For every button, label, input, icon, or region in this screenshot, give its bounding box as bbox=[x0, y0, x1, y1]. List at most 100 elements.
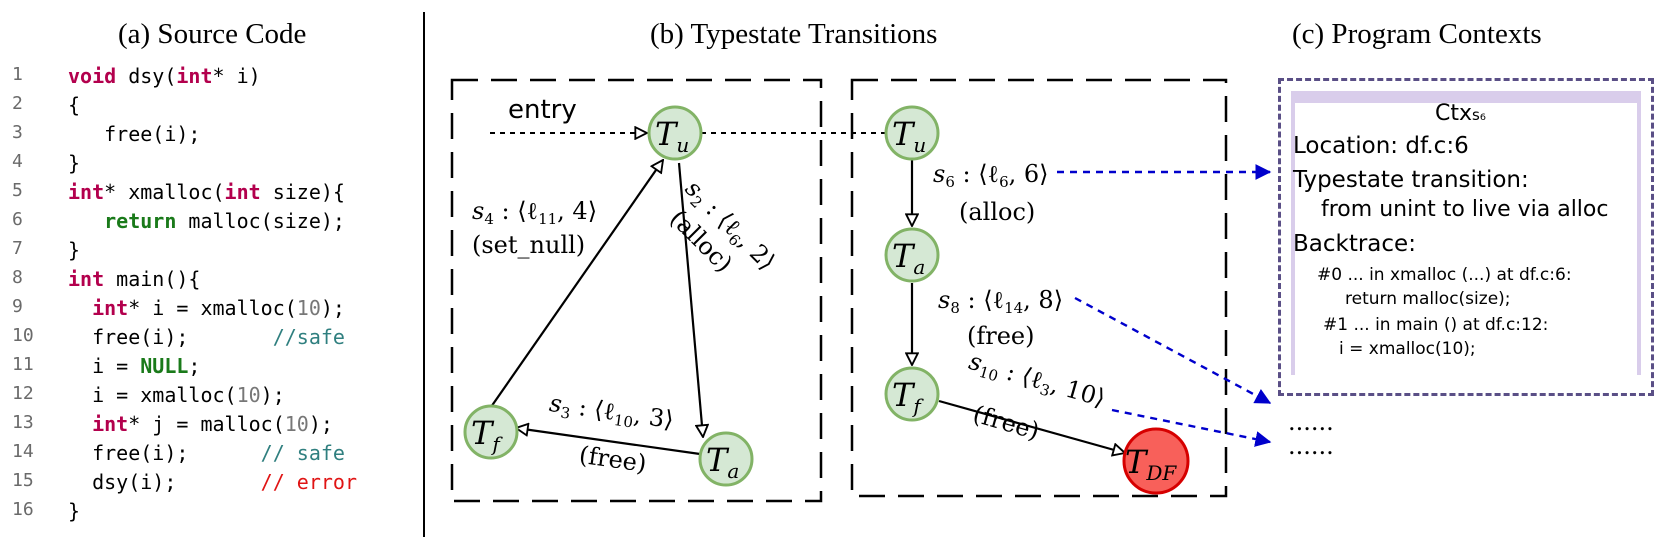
context-transition-detail: from unint to live via alloc bbox=[1321, 197, 1609, 222]
context-location: Location: df.c:6 bbox=[1293, 133, 1469, 159]
line-number: 15 bbox=[12, 470, 34, 491]
svg-text:Ta: Ta bbox=[892, 237, 925, 279]
caption-typestate-transitions: (b) Typestate Transitions bbox=[650, 18, 938, 50]
code-line: 12 i = xmalloc(10); bbox=[0, 383, 400, 412]
svg-text:Tf: Tf bbox=[892, 376, 924, 418]
code-line: 15 dsy(i); // error bbox=[0, 470, 400, 499]
caption-source-code: (a) Source Code bbox=[118, 18, 307, 50]
line-number: 9 bbox=[12, 296, 23, 317]
svg-text:(free): (free) bbox=[970, 400, 1043, 446]
label-s8: s8 : ⟨ℓ14, 8⟩ (free) bbox=[938, 286, 1063, 350]
node-left-tu: Tu bbox=[647, 105, 703, 161]
line-number: 1 bbox=[12, 64, 23, 85]
label-s6: s6 : ⟨ℓ6, 6⟩ (alloc) bbox=[933, 160, 1049, 226]
line-number: 7 bbox=[12, 238, 23, 259]
context-backtrace-label: Backtrace: bbox=[1293, 231, 1416, 257]
svg-text:s8 : ⟨ℓ14, 8⟩: s8 : ⟨ℓ14, 8⟩ bbox=[938, 286, 1063, 317]
svg-text:(free): (free) bbox=[577, 441, 648, 478]
code-text: void dsy(int* i) bbox=[68, 64, 261, 88]
panel-divider bbox=[423, 12, 425, 537]
link-s8-to-context bbox=[1074, 296, 1272, 405]
context-frame0-code: return malloc(size); bbox=[1345, 289, 1511, 309]
node-right-ta: Ta bbox=[884, 227, 940, 283]
edge-s10 bbox=[938, 399, 1125, 453]
label-s4: s4 : ⟨ℓ11, 4⟩ (set_null) bbox=[472, 197, 597, 259]
code-text: dsy(i); // error bbox=[68, 470, 357, 494]
label-s2: s2 : ⟨ℓ6, 2⟩ (alloc) bbox=[664, 174, 781, 277]
line-number: 10 bbox=[12, 325, 34, 346]
link-s10-to-context bbox=[1111, 408, 1272, 447]
code-line: 11 i = NULL; bbox=[0, 354, 400, 383]
edge-s4 bbox=[490, 160, 663, 408]
code-line: 1 void dsy(int* i) bbox=[0, 64, 400, 93]
line-number: 8 bbox=[12, 267, 23, 288]
code-line: 4} bbox=[0, 151, 400, 180]
left-state-frame bbox=[450, 78, 823, 503]
line-number: 12 bbox=[12, 383, 34, 404]
line-number: 3 bbox=[12, 122, 23, 143]
node-left-tf: Tf bbox=[463, 404, 519, 460]
code-text: free(i); //safe bbox=[68, 325, 345, 349]
entry-label: entry bbox=[508, 95, 577, 125]
code-line: 3 free(i); bbox=[0, 122, 400, 151]
code-text: int main(){ bbox=[68, 267, 201, 291]
svg-text:(set_null): (set_null) bbox=[472, 231, 585, 259]
svg-text:s4 : ⟨ℓ11, 4⟩: s4 : ⟨ℓ11, 4⟩ bbox=[472, 197, 597, 228]
label-s3: s3 : ⟨ℓ10, 3⟩ (free) bbox=[547, 389, 676, 478]
context-frame0: #0 ... in xmalloc (...) at df.c:6: bbox=[1317, 265, 1572, 285]
line-number: 11 bbox=[12, 354, 34, 375]
ellipsis-s8: ...... bbox=[1288, 408, 1334, 436]
context-title: Ctxs₆ bbox=[1435, 101, 1486, 126]
svg-text:(free): (free) bbox=[967, 322, 1035, 350]
code-line: 14 free(i); // safe bbox=[0, 441, 400, 470]
edge-s3 bbox=[516, 428, 701, 456]
context-transition-label: Typestate transition: bbox=[1293, 167, 1529, 193]
svg-text:Ta: Ta bbox=[706, 441, 739, 483]
svg-text:s3 : ⟨ℓ10, 3⟩: s3 : ⟨ℓ10, 3⟩ bbox=[547, 389, 675, 437]
ellipsis-s10: ...... bbox=[1288, 432, 1334, 460]
code-line: 10 free(i); //safe bbox=[0, 325, 400, 354]
line-number: 13 bbox=[12, 412, 34, 433]
code-text: i = xmalloc(10); bbox=[68, 383, 285, 407]
code-line: 9 int* i = xmalloc(10); bbox=[0, 296, 400, 325]
code-text: i = NULL; bbox=[68, 354, 201, 378]
context-frame1-code: i = xmalloc(10); bbox=[1339, 339, 1476, 359]
code-text: } bbox=[68, 499, 81, 523]
line-number: 6 bbox=[12, 209, 23, 230]
right-state-frame bbox=[850, 78, 1228, 498]
code-line: 16} bbox=[0, 499, 400, 528]
code-line: 7} bbox=[0, 238, 400, 267]
edge-s2 bbox=[677, 162, 703, 437]
svg-text:s6 : ⟨ℓ6, 6⟩: s6 : ⟨ℓ6, 6⟩ bbox=[933, 160, 1049, 191]
code-line: 2{ bbox=[0, 93, 400, 122]
node-right-tdf: TDF bbox=[1122, 427, 1190, 495]
code-text: free(i); bbox=[68, 122, 201, 146]
svg-text:(alloc): (alloc) bbox=[959, 198, 1035, 226]
code-text: int* j = malloc(10); bbox=[92, 412, 333, 436]
code-line: 5 int* xmalloc(int size){ bbox=[0, 180, 400, 209]
code-text: int* xmalloc(int size){ bbox=[68, 180, 345, 204]
program-context-box: Ctxs₆ Location: df.c:6 Typestate transit… bbox=[1278, 78, 1654, 396]
line-number: 2 bbox=[12, 93, 23, 114]
code-text: } bbox=[68, 238, 81, 262]
code-text: return malloc(size); bbox=[104, 209, 345, 233]
code-text: free(i); // safe bbox=[68, 441, 345, 465]
node-right-tu: Tu bbox=[884, 105, 940, 161]
line-number: 5 bbox=[12, 180, 23, 201]
code-line: 13 int* j = malloc(10); bbox=[0, 412, 400, 441]
svg-text:Tu: Tu bbox=[892, 115, 926, 157]
code-text: } bbox=[68, 151, 81, 175]
node-right-tf: Tf bbox=[884, 366, 940, 422]
caption-program-contexts: (c) Program Contexts bbox=[1292, 18, 1542, 50]
code-line: 8 int main(){ bbox=[0, 267, 400, 296]
program-context-inner bbox=[1291, 91, 1641, 375]
node-left-ta: Ta bbox=[698, 431, 754, 487]
line-number: 14 bbox=[12, 441, 34, 462]
code-text: int* i = xmalloc(10); bbox=[92, 296, 345, 320]
svg-text:Tu: Tu bbox=[655, 115, 689, 157]
code-text: { bbox=[68, 93, 81, 117]
svg-text:TDF: TDF bbox=[1125, 443, 1177, 485]
label-s10: s10 : ⟨ℓ3, 10⟩ (free) bbox=[966, 347, 1109, 446]
code-line: 6 return malloc(size); bbox=[0, 209, 400, 238]
